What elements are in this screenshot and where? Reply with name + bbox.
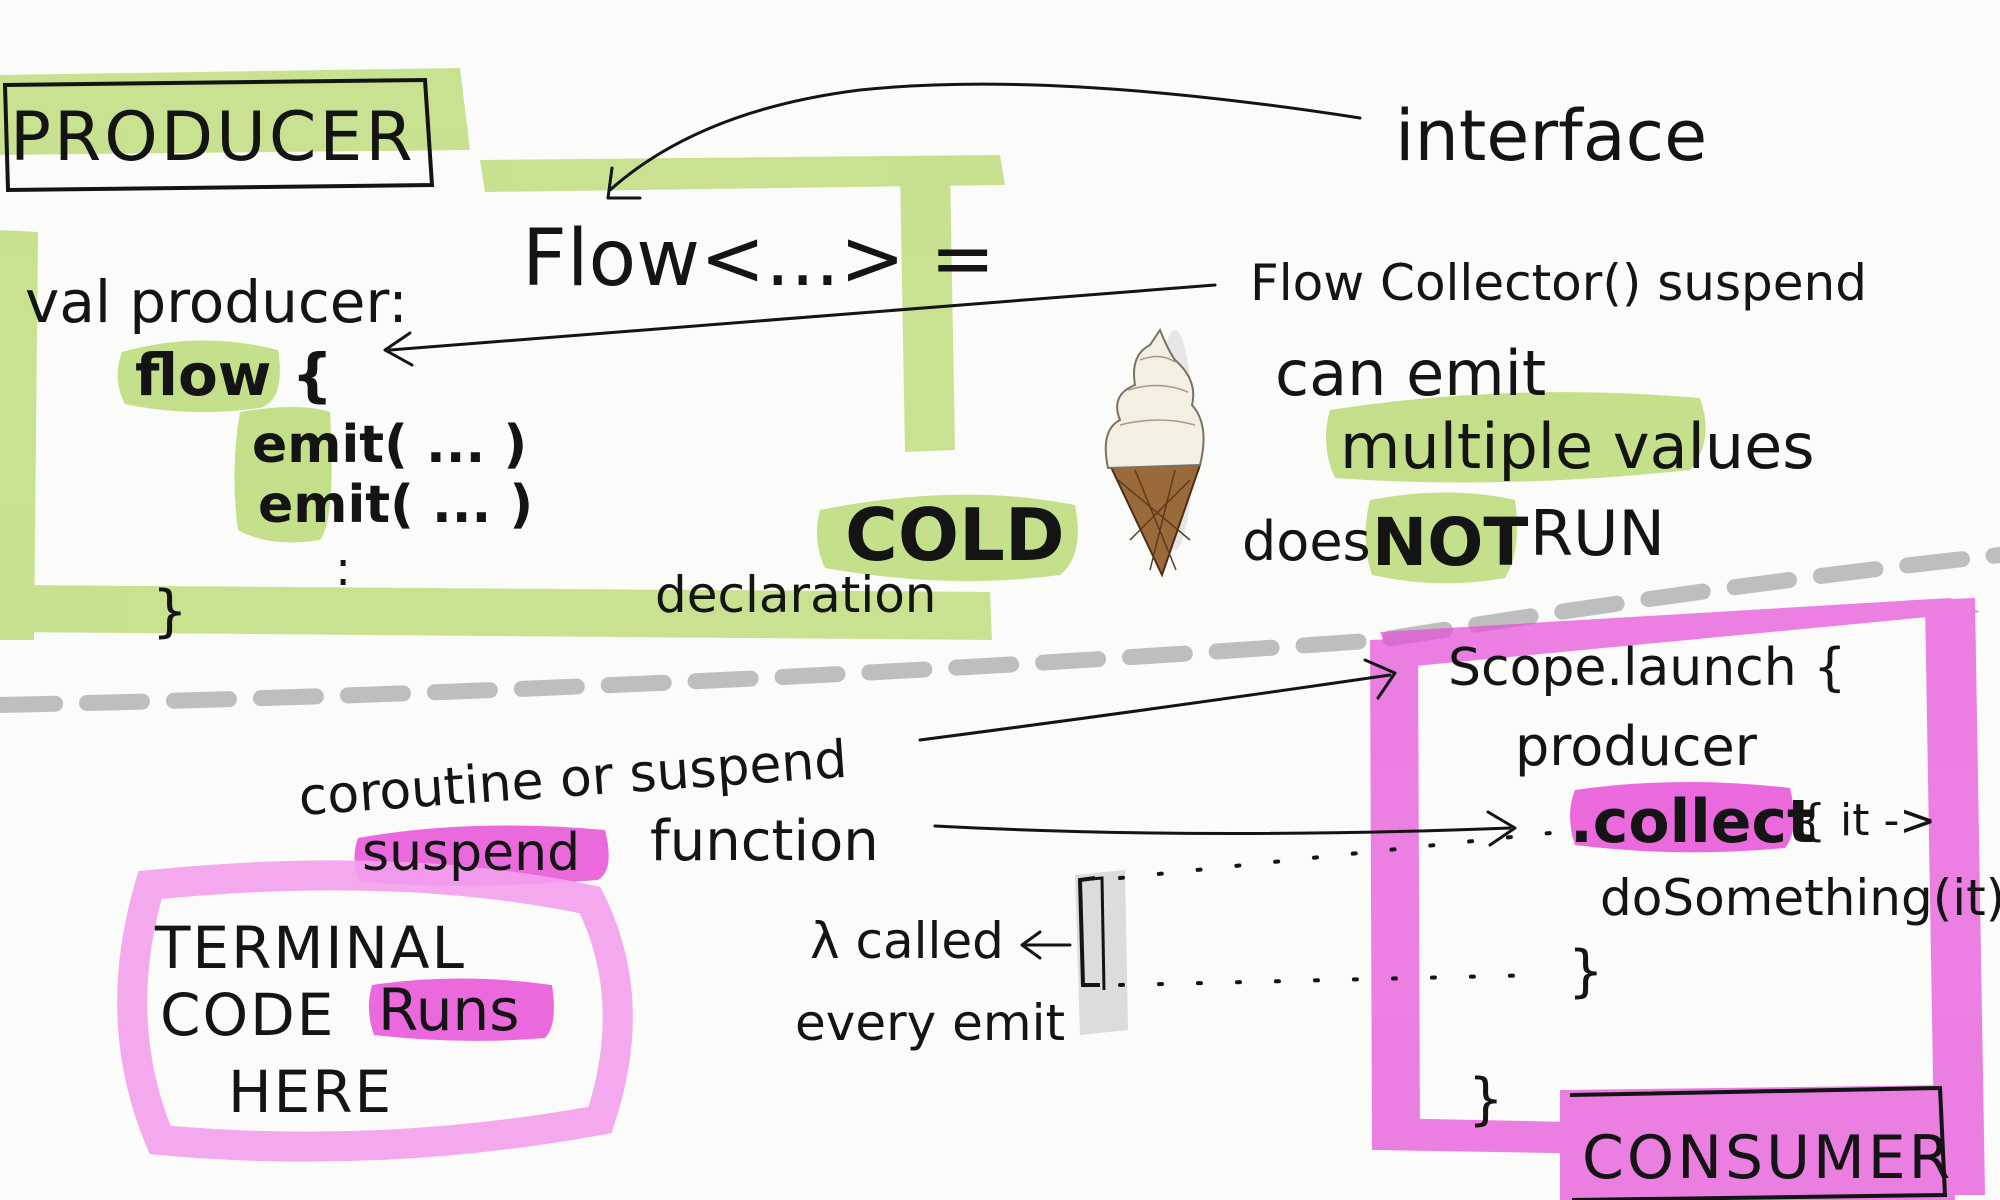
flow-collector-arrow xyxy=(388,283,1217,352)
collect-lambda-label: { it -> xyxy=(1798,795,1936,846)
terminal-line-1: TERMINAL xyxy=(154,914,466,982)
producer-badge: PRODUCER xyxy=(10,98,416,177)
collect-highlight xyxy=(1570,781,1794,853)
consumer-section: Scope.launch { producer .collect { it ->… xyxy=(1448,638,2000,1193)
multiple-values-label: multiple values xyxy=(1340,410,1815,483)
producer-right-bar xyxy=(900,168,955,452)
emit-highlight xyxy=(234,407,332,543)
producer-badge-wash xyxy=(0,68,470,155)
suspend-function-arrow xyxy=(933,824,1512,836)
divider-line xyxy=(0,547,2000,713)
notes-section: interface Flow Collector() suspend can e… xyxy=(1242,95,1867,581)
multiple-values-highlight xyxy=(1326,392,1706,483)
dotted-to-close xyxy=(1118,973,1542,987)
suspend-function-arrowhead xyxy=(1486,810,1517,847)
runs-highlight xyxy=(368,978,554,1041)
dotted-to-collect xyxy=(1118,830,1562,880)
emit-call-2: emit( ... ) xyxy=(258,475,533,535)
terminal-section: TERMINAL CODE Runs HERE xyxy=(154,914,519,1126)
every-emit-label: every emit xyxy=(795,994,1065,1052)
producer-badge-box xyxy=(2,77,435,193)
terminal-line-3: HERE xyxy=(228,1058,393,1126)
collect-label: .collect xyxy=(1570,787,1816,857)
flow-close-brace: } xyxy=(152,579,188,644)
launch-close-brace: } xyxy=(1468,1067,1504,1132)
consumer-top-bar xyxy=(1380,598,1980,668)
bracket-wash xyxy=(1075,870,1128,1035)
can-emit-label: can emit xyxy=(1275,337,1546,410)
runs-label: Runs xyxy=(378,976,519,1044)
ice-cream-cone-icon xyxy=(1104,327,1205,578)
terminal-line-2: CODE xyxy=(160,981,335,1049)
soft-serve xyxy=(1104,327,1205,470)
emit-call-1: emit( ... ) xyxy=(252,415,527,475)
producer-ref-label: producer xyxy=(1515,715,1758,778)
consumer-right-bar xyxy=(1925,598,1985,1195)
run-label: RUN xyxy=(1530,497,1665,570)
flow-type: Flow<...> = xyxy=(522,214,995,304)
flow-builder: flow { xyxy=(135,341,333,409)
producer-bottom-bar xyxy=(0,585,992,640)
code-ellipsis: : xyxy=(335,541,351,597)
interface-arrowhead xyxy=(606,166,642,200)
consumer-badge-wash xyxy=(1560,1085,1955,1200)
flow-collector-label: Flow Collector() suspend xyxy=(1250,254,1867,312)
not-highlight xyxy=(1365,492,1518,584)
coroutine-arrowhead xyxy=(1363,658,1397,700)
lambda-arrowhead xyxy=(1020,930,1042,960)
cold-label: COLD xyxy=(845,493,1065,577)
interface-arrow xyxy=(608,82,1362,192)
declaration-label: declaration xyxy=(655,566,937,624)
green-word-highlights xyxy=(117,340,1706,584)
consumer-badge-box xyxy=(1569,1085,1948,1200)
producer-section: PRODUCER val producer: Flow<...> = flow … xyxy=(10,98,1065,644)
bracket-inner xyxy=(1079,876,1106,991)
terminal-code-bubble xyxy=(117,860,633,1162)
cold-highlight xyxy=(816,494,1078,582)
flow-highlight xyxy=(117,340,280,413)
lambda-called-label: λ called xyxy=(810,912,1004,970)
suspend-label: suspend xyxy=(362,823,580,883)
coroutine-arrow xyxy=(918,673,1392,742)
producer-left-bar xyxy=(0,230,38,640)
collect-close-brace: } xyxy=(1568,939,1604,1004)
scope-launch-label: Scope.launch { xyxy=(1448,638,1846,698)
flow-collector-arrowhead xyxy=(383,331,414,367)
dashed-divider xyxy=(0,547,2000,713)
does-label: does xyxy=(1242,510,1371,573)
consumer-frame xyxy=(1370,598,1985,1200)
producer-frame xyxy=(0,68,1005,640)
interface-label: interface xyxy=(1395,95,1707,177)
not-label: NOT xyxy=(1372,504,1528,581)
function-label: function xyxy=(650,809,879,874)
ink-arrows xyxy=(383,82,1517,960)
producer-declaration-prefix: val producer: xyxy=(25,268,408,336)
consumer-left-bar xyxy=(1370,638,1420,1150)
consumer-badge: CONSUMER xyxy=(1582,1123,1953,1193)
lambda-bracket xyxy=(1075,830,1562,1035)
do-something-label: doSomething(it) xyxy=(1600,869,2000,927)
